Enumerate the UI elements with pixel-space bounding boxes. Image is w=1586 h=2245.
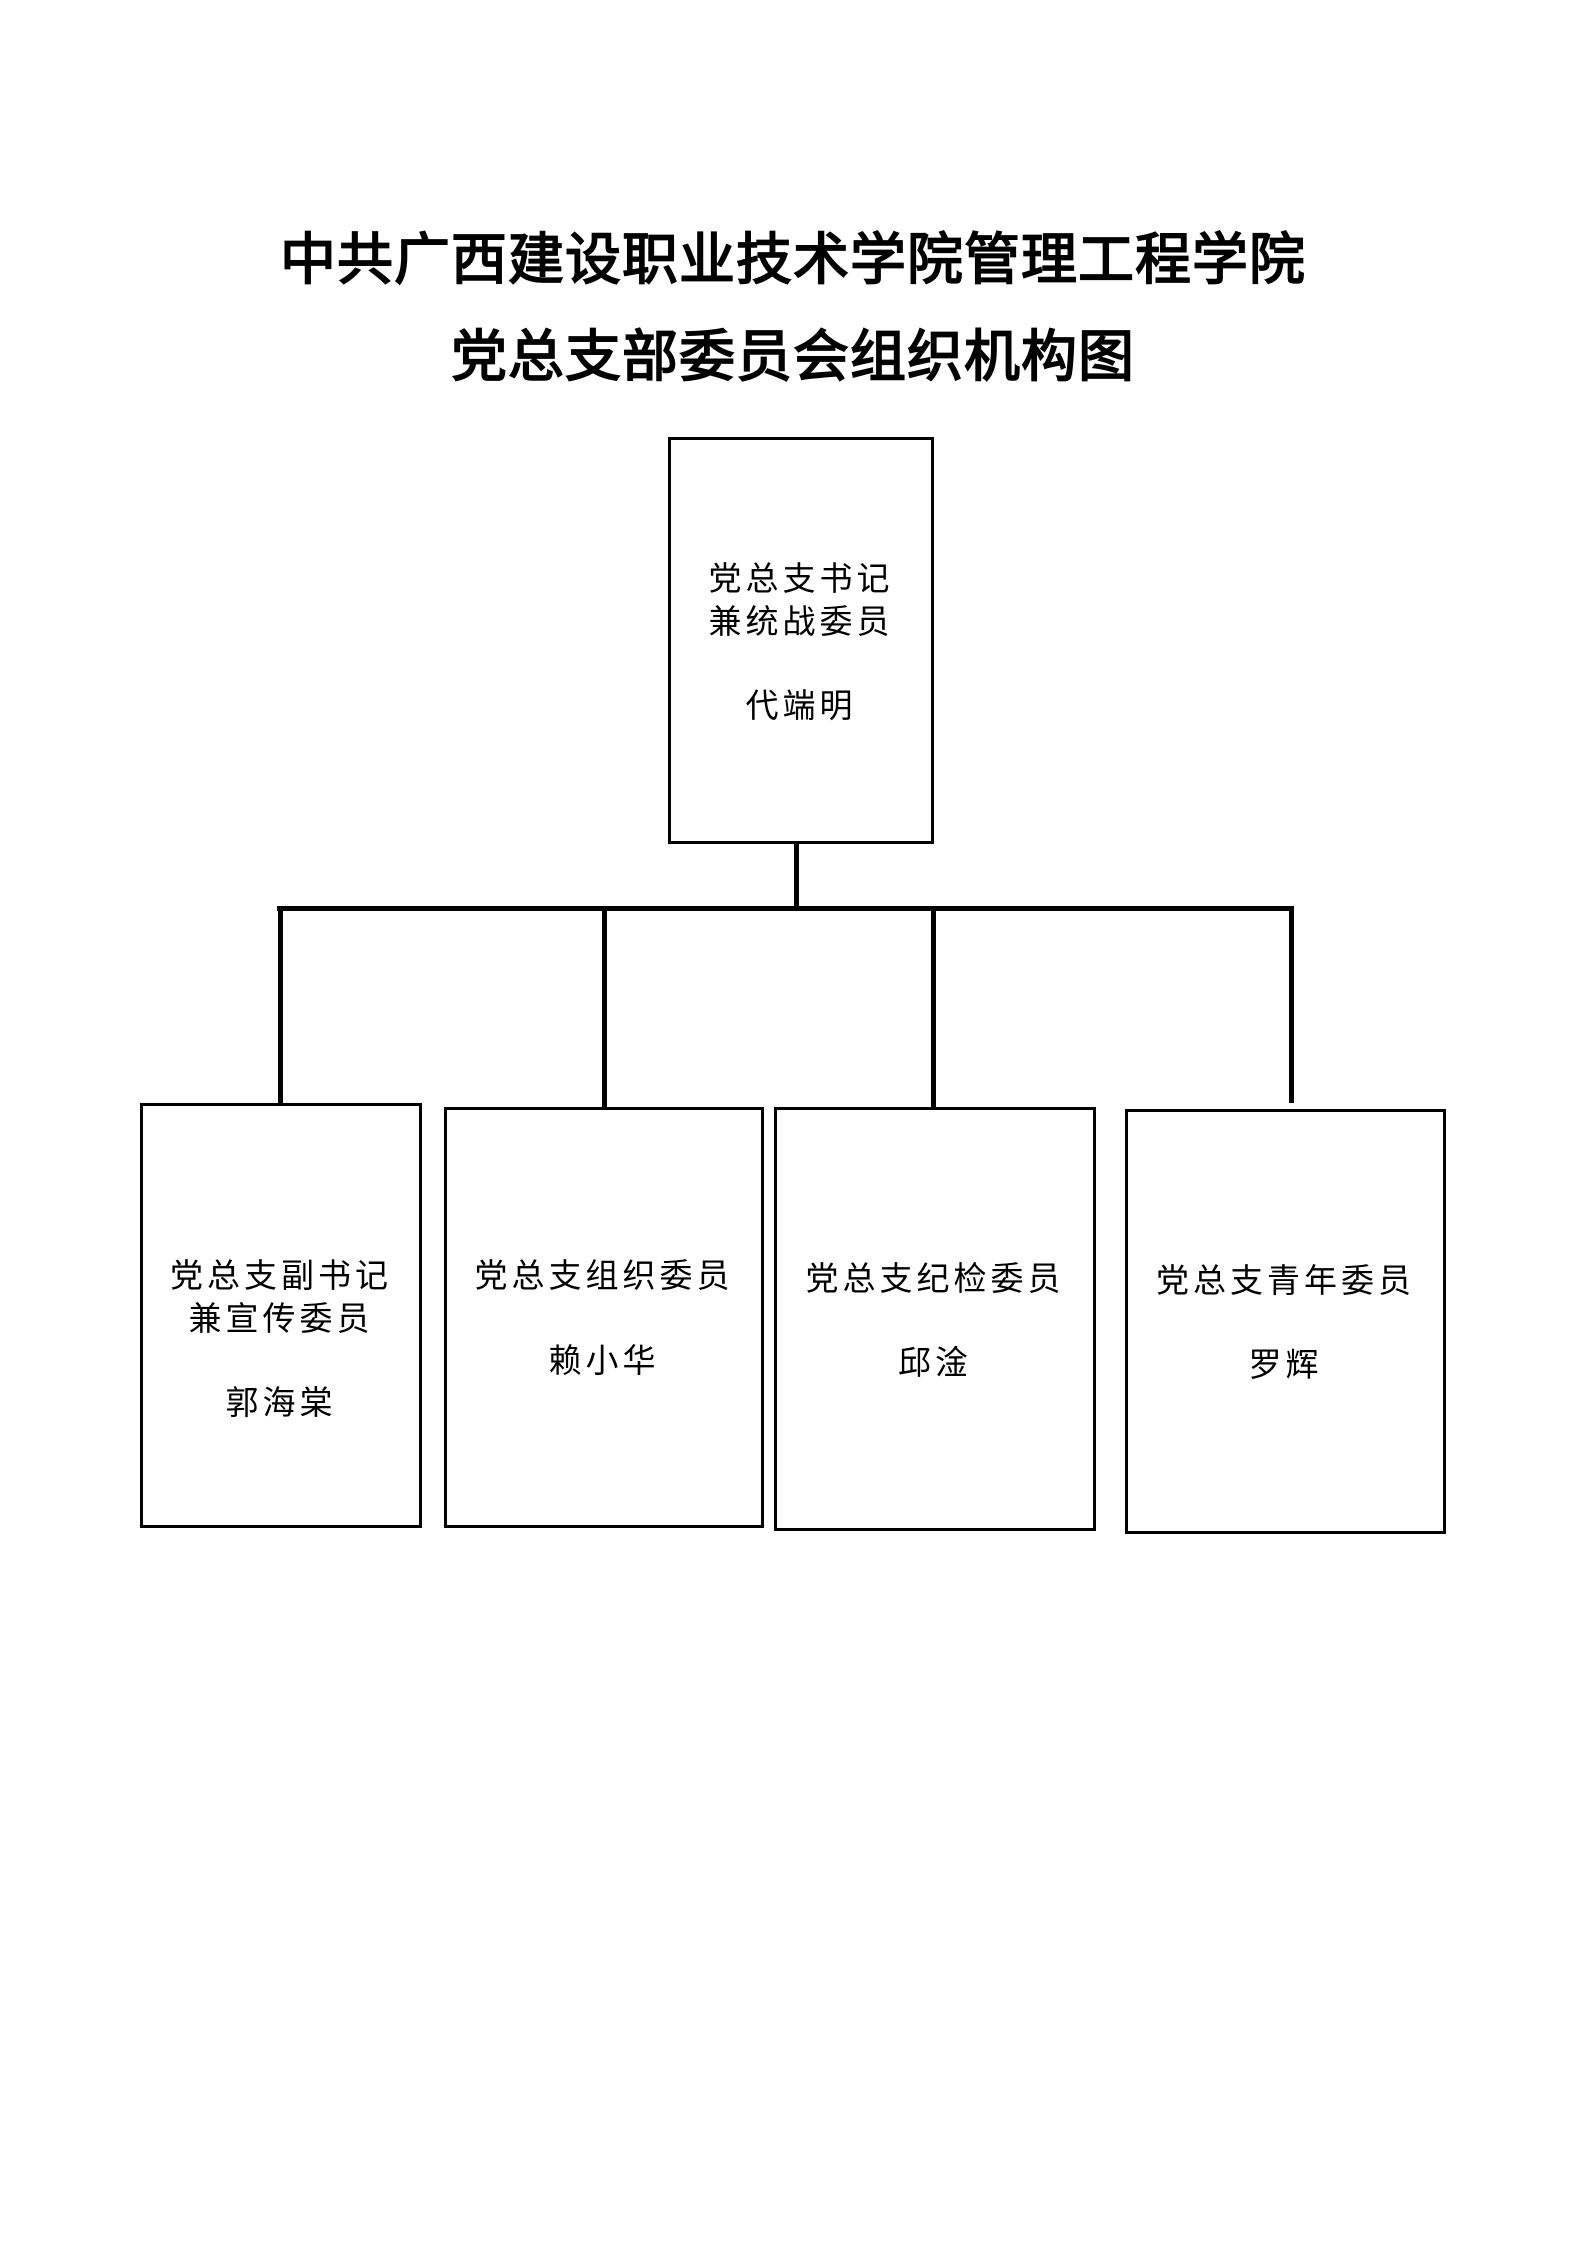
- member-name: 罗辉: [1248, 1345, 1323, 1384]
- member-name: 邱淦: [898, 1343, 972, 1382]
- deputy-secretary-box: 党总支副书记 兼宣传委员 郭海棠: [140, 1103, 422, 1528]
- member-name: 赖小华: [548, 1341, 660, 1380]
- connector-trunk: [794, 844, 799, 910]
- role-line1: 党总支青年委员: [1156, 1261, 1415, 1300]
- chart-title-line1: 中共广西建设职业技术学院管理工程学院: [280, 227, 1306, 293]
- member-name: 郭海棠: [225, 1383, 337, 1422]
- secretary-box: 党总支书记 兼统战委员 代端明: [668, 437, 934, 844]
- role-line1: 党总支纪检委员: [805, 1259, 1065, 1298]
- connector-drop-1: [278, 906, 283, 1105]
- connector-bar: [277, 906, 1294, 911]
- role-line1: 党总支组织委员: [474, 1256, 734, 1295]
- role-line1: 党总支书记: [708, 559, 894, 598]
- role-line2: 兼宣传委员: [188, 1299, 374, 1338]
- role-line1: 党总支副书记: [170, 1256, 392, 1295]
- organization-member-box: 党总支组织委员 赖小华: [444, 1107, 764, 1528]
- chart-title-line2: 党总支部委员会组织机构图: [451, 324, 1135, 390]
- youth-member-box: 党总支青年委员 罗辉: [1125, 1109, 1446, 1534]
- member-name: 代端明: [745, 686, 857, 725]
- connector-drop-3: [931, 906, 936, 1109]
- connector-drop-4: [1289, 906, 1294, 1103]
- connector-drop-2: [602, 906, 607, 1109]
- role-line2: 兼统战委员: [708, 602, 894, 641]
- discipline-member-box: 党总支纪检委员 邱淦: [774, 1107, 1096, 1531]
